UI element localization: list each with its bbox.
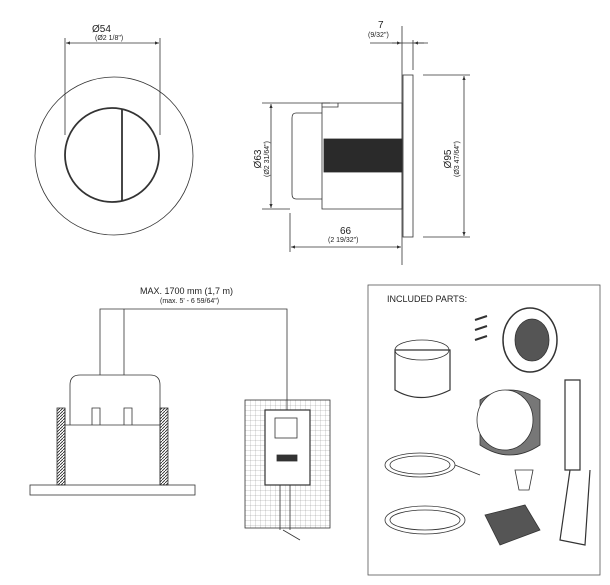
front-diameter-label: Ø54 (92, 24, 111, 35)
body-diameter-label: Ø63(Ø2 31/64") (253, 119, 271, 199)
included-parts (367, 284, 601, 576)
max-length-inch-label: (max. 5' - 6 59/64") (160, 298, 220, 305)
body-diameter-inch: (Ø2 31/64") (264, 141, 271, 177)
max-length-label: MAX. 1700 mm (1,7 m) (140, 286, 234, 296)
flange-thickness-inch-label: (9/32") (368, 32, 389, 39)
flange-thickness-label: 7 (378, 20, 384, 31)
body-diameter-value: Ø63 (253, 149, 264, 169)
installation-view (29, 308, 331, 541)
front-diameter-inch-label: (Ø2 1/8") (95, 35, 124, 42)
flange-diameter-value: Ø95 (443, 149, 454, 169)
front-view (34, 38, 194, 236)
included-parts-title: INCLUDED PARTS: (387, 294, 468, 304)
flange-diameter-label: Ø95(Ø3 47/64") (443, 119, 461, 199)
flange-diameter-inch: (Ø3 47/64") (454, 141, 461, 177)
side-view (262, 26, 470, 265)
depth-inch-label: (2 19/32") (328, 237, 359, 244)
depth-label: 66 (340, 226, 352, 237)
